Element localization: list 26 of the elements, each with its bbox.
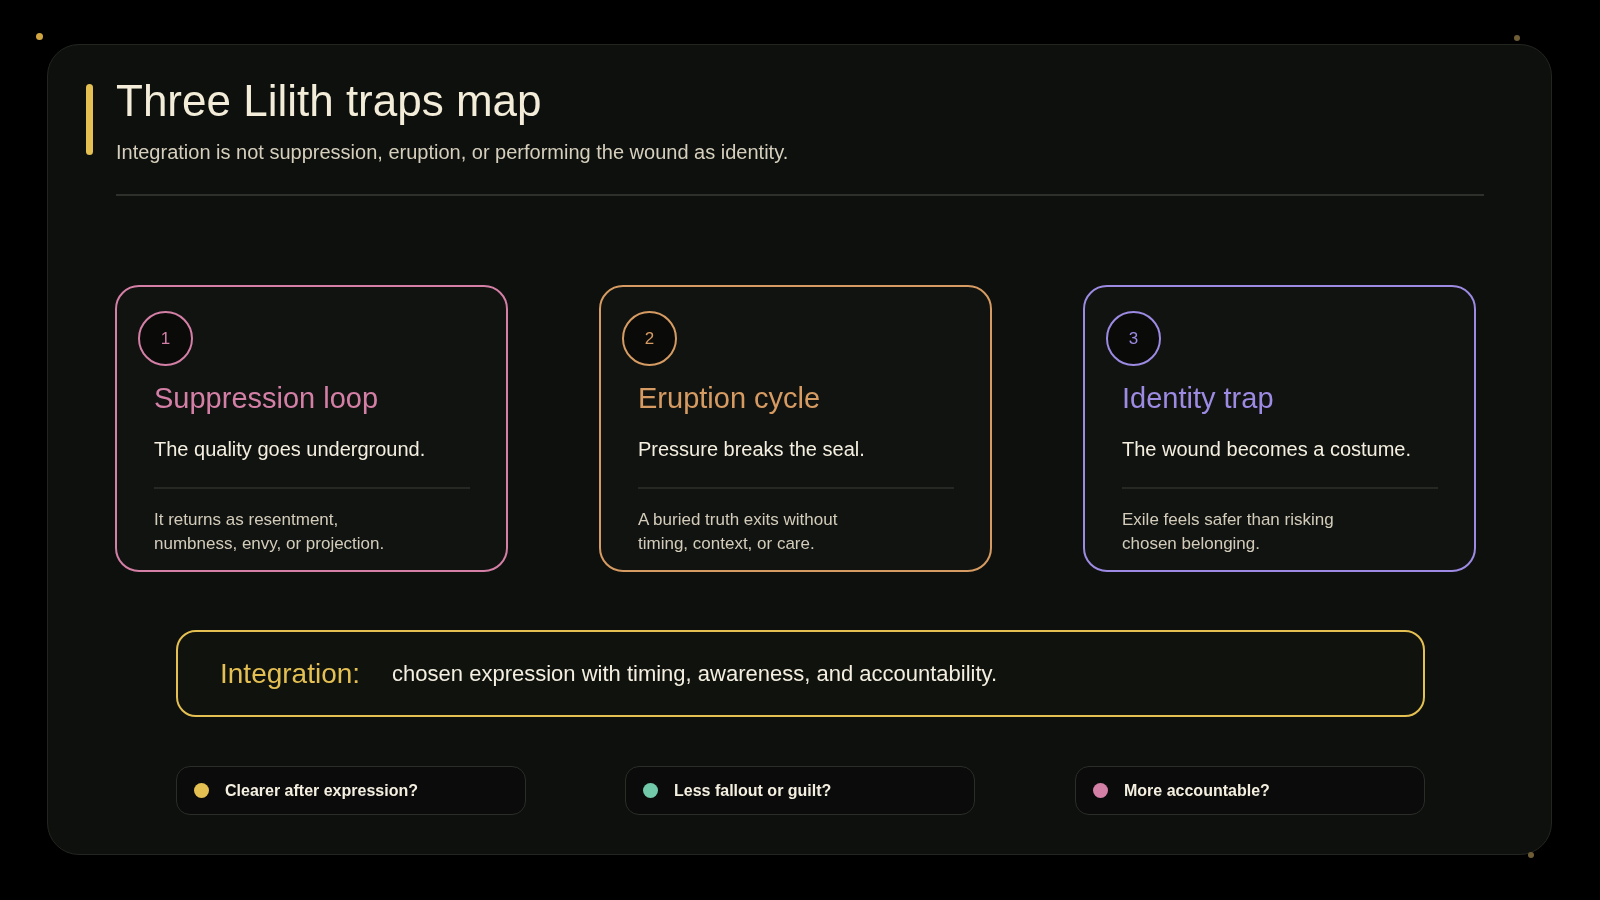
card-tagline: The wound becomes a costume. xyxy=(1122,437,1412,461)
integration-banner xyxy=(176,630,1425,717)
card-description: A buried truth exits without timing, context, or care. xyxy=(638,509,839,555)
question-text: Less fallout or guilt? xyxy=(674,781,832,800)
question-chip xyxy=(625,766,975,815)
question-chip xyxy=(176,766,526,815)
question-chip xyxy=(1075,766,1425,815)
trap-card xyxy=(115,285,508,572)
integration-statement: chosen expression with timing, awareness, and accountability. xyxy=(392,660,998,687)
card-title: Identity trap xyxy=(1122,381,1274,415)
card-title: Suppression loop xyxy=(154,381,379,415)
number-circle: 3 xyxy=(1106,311,1161,366)
trap-card xyxy=(1083,285,1476,572)
number-circle: 2 xyxy=(622,311,677,366)
card-tagline: The quality goes underground. xyxy=(154,437,426,461)
trap-card xyxy=(599,285,992,572)
question-text: Clearer after expression? xyxy=(225,781,418,800)
card-tagline: Pressure breaks the seal. xyxy=(638,437,865,461)
slide-title: Three Lilith traps map xyxy=(116,76,542,126)
integration-label: Integration: xyxy=(220,657,361,690)
card-description: Exile feels safer than risking chosen belonging. xyxy=(1122,509,1335,555)
card-title: Eruption cycle xyxy=(638,381,821,415)
card-description: It returns as resentment, numbness, envy, or projection. xyxy=(154,509,386,555)
number-circle: 1 xyxy=(138,311,193,366)
slide-subtitle: Integration is not suppression, eruption, or performing the wound as identity. xyxy=(116,140,789,164)
question-text: More accountable? xyxy=(1124,781,1270,800)
